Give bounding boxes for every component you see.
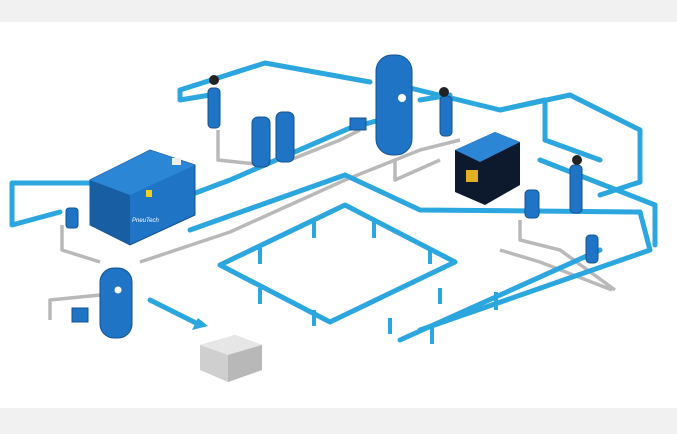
flow-arrow-icon [192,318,208,330]
desiccant-dryer [251,111,295,168]
ring-main [217,202,458,325]
refrigerated-dryer [455,132,520,205]
drop-legs [258,222,498,344]
gray-pipes [48,128,617,320]
top-band [0,0,677,22]
svg-text:PneuTech: PneuTech [132,218,159,224]
bottom-band [0,408,677,434]
filters [65,75,599,323]
receiver-tank-small [99,267,133,339]
receiver-tank-large [375,54,413,156]
air-compressor: PneuTech [89,149,196,246]
air-user-box [200,335,262,382]
